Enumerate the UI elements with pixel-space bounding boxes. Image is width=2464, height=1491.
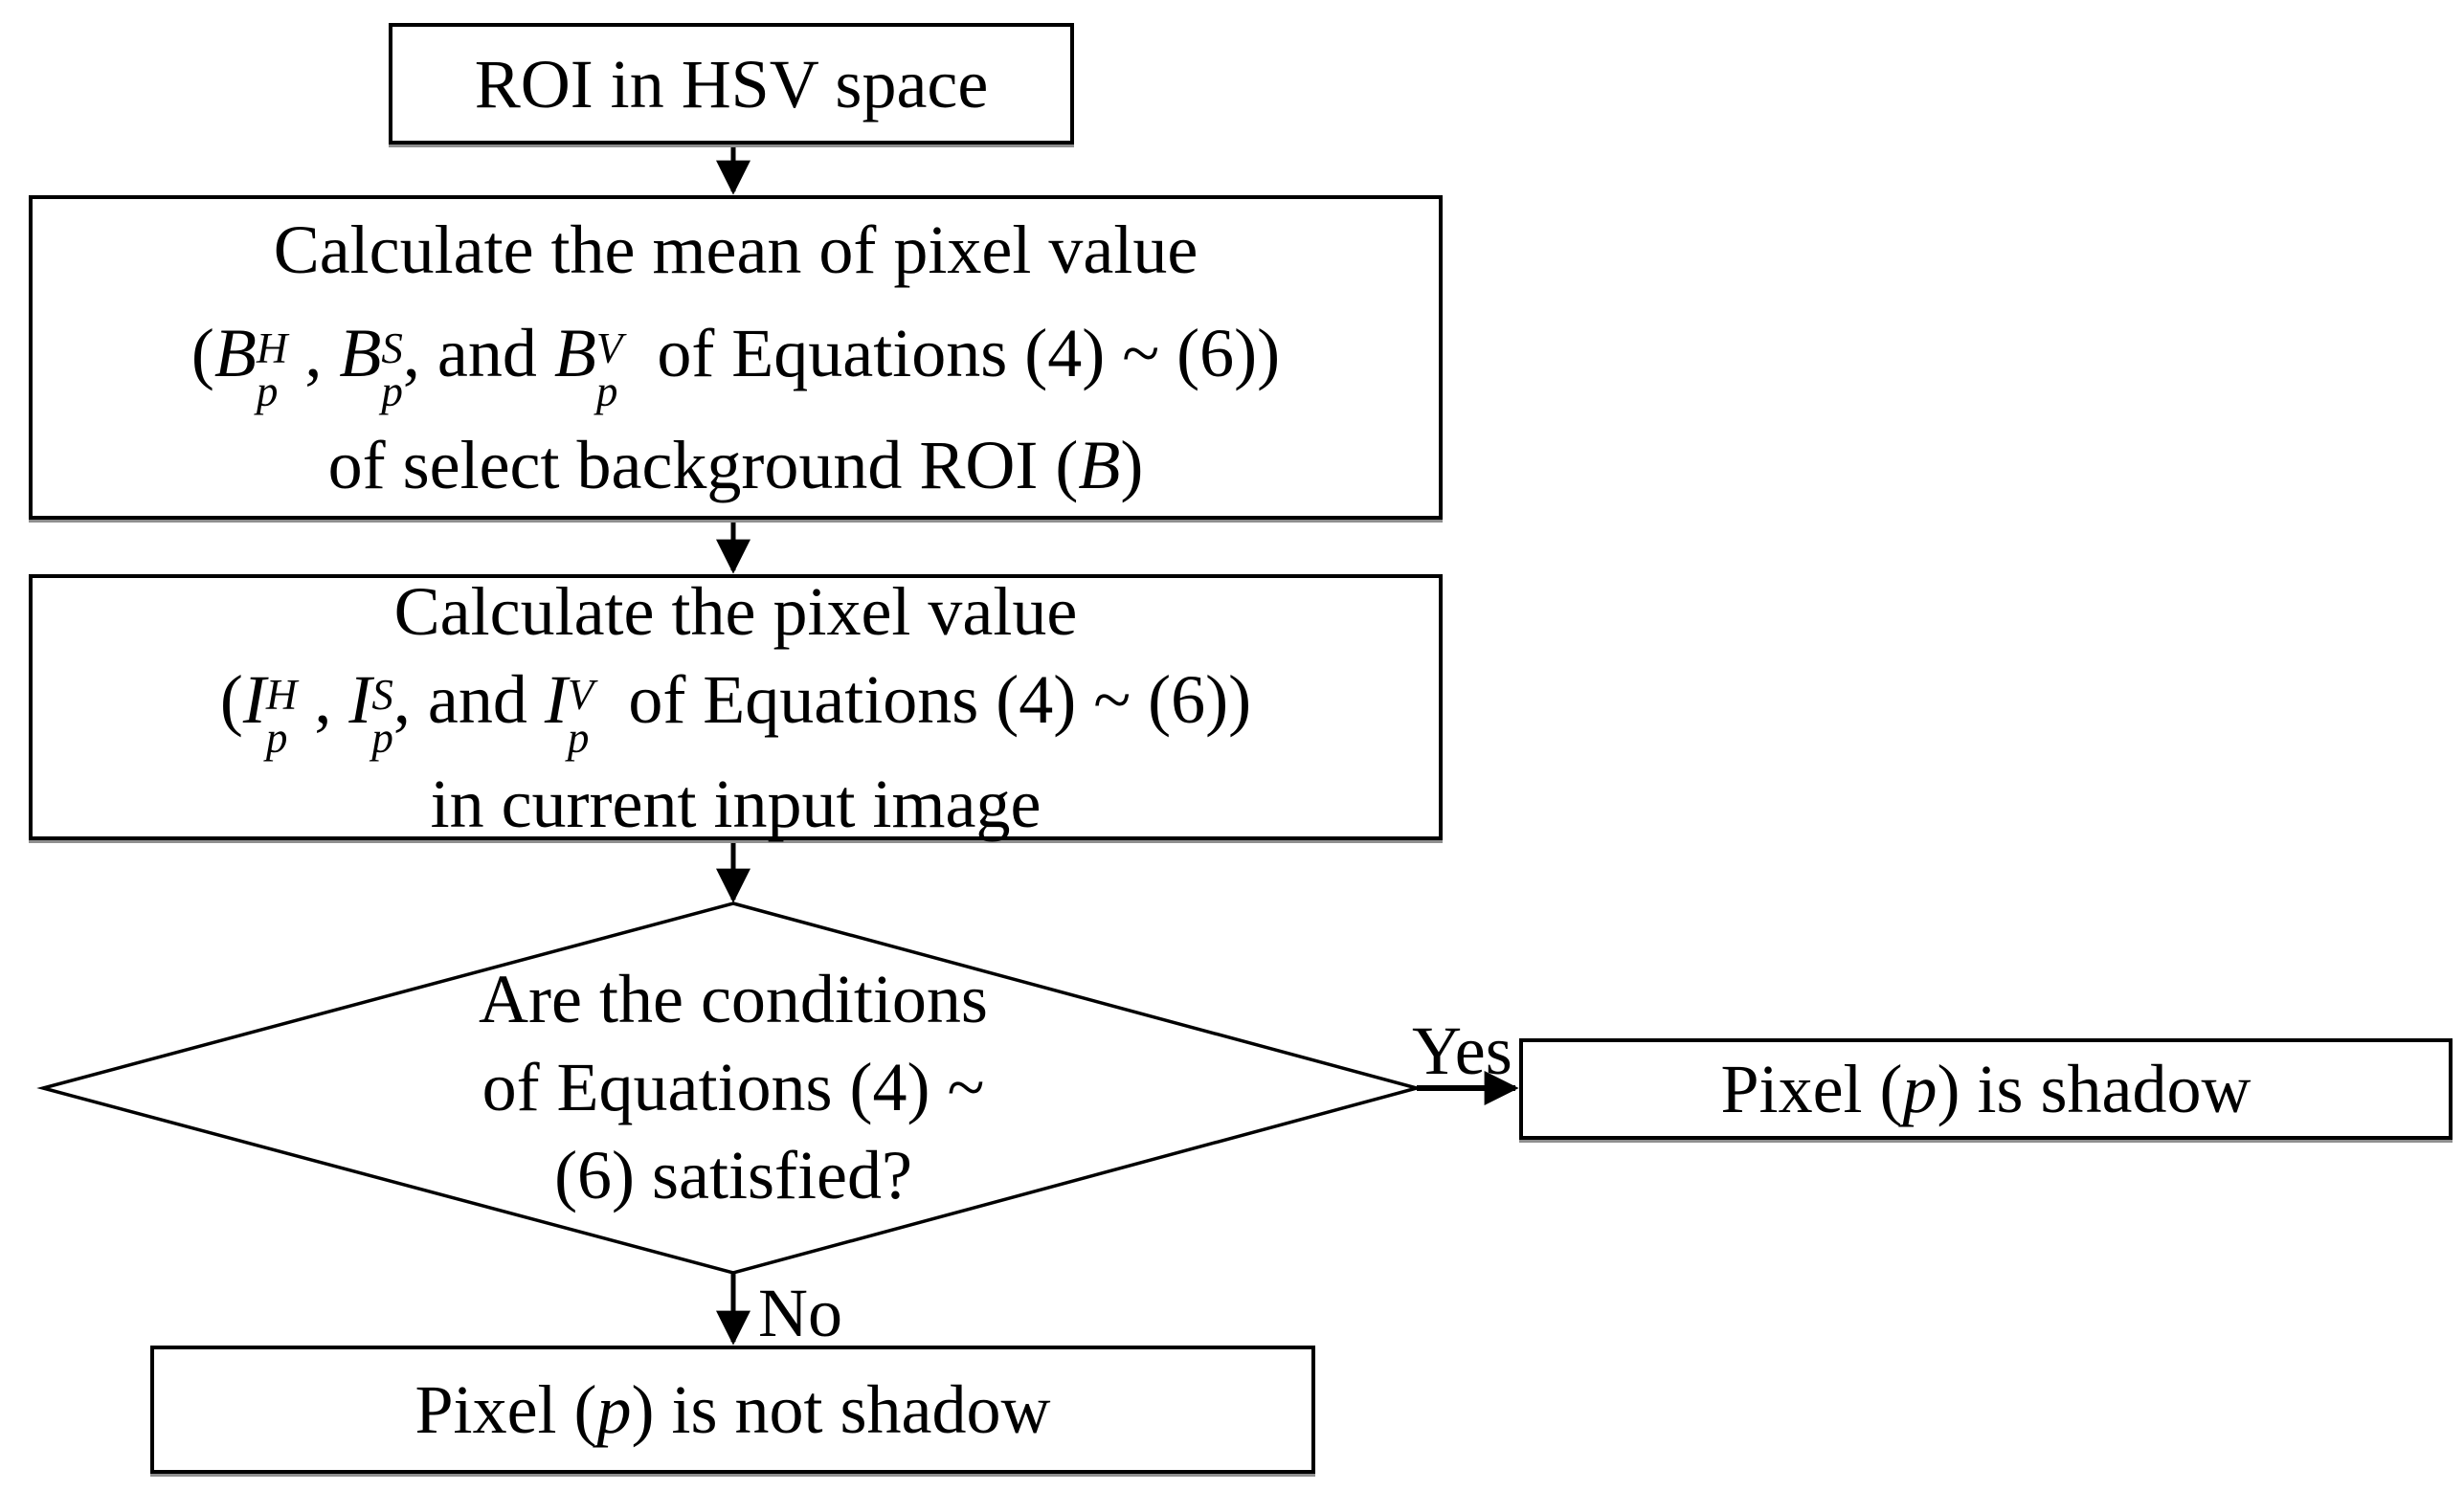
node-pixel-is-shadow: Pixel (p) is shadow	[1519, 1038, 2453, 1140]
edge-label-yes: Yes	[1412, 1013, 1512, 1089]
node-label-line-3: of select background ROI (B)	[327, 427, 1144, 503]
decision-line-2: of Equations (4) ~	[482, 1049, 985, 1125]
math-var: p	[1902, 1051, 1938, 1127]
math-var: p	[596, 1371, 632, 1448]
math-var: B	[1078, 427, 1121, 503]
node-label: Pixel (p) is shadow	[1720, 1051, 2251, 1127]
node-label: Pixel (p) is not shadow	[414, 1371, 1051, 1448]
edge-label-no: No	[758, 1275, 842, 1351]
node-label-line-1: Calculate the pixel value	[393, 572, 1078, 650]
node-decision-conditions: Are the conditions of Equations (4) ~ (6…	[255, 955, 1212, 1219]
node-label: ROI in HSV space	[474, 45, 989, 122]
decision-line-3: (6) satisfied?	[554, 1137, 912, 1213]
node-pixel-is-not-shadow: Pixel (p) is not shadow	[150, 1346, 1315, 1474]
node-label-line-1: Calculate the mean of pixel value	[273, 211, 1198, 288]
node-roi-in-hsv-space: ROI in HSV space	[389, 23, 1074, 145]
node-label-line-3: in current input image	[430, 765, 1042, 842]
decision-line-1: Are the conditions	[479, 961, 988, 1037]
